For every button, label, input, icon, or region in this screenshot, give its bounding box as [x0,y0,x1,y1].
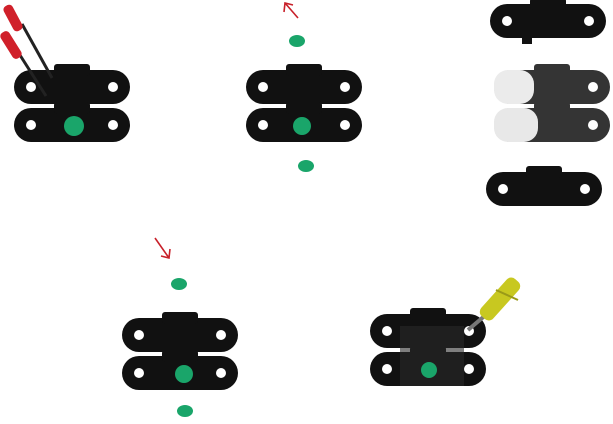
red-arrow-icon [284,3,298,18]
green-pin [289,35,305,47]
green-pin [298,160,314,172]
green-pin [64,116,84,136]
step-5-link-pair [370,308,486,386]
step-2-link-pair [246,35,362,172]
yellow-screwdriver-icon [468,275,523,330]
step-4-link-pair [122,278,238,417]
green-pin [177,405,193,417]
green-pin [171,278,187,290]
red-arrow-icon [155,238,170,258]
green-pin [421,362,437,378]
green-pin [293,117,311,135]
step-3-separated-links [486,0,610,206]
green-pin [175,365,193,383]
